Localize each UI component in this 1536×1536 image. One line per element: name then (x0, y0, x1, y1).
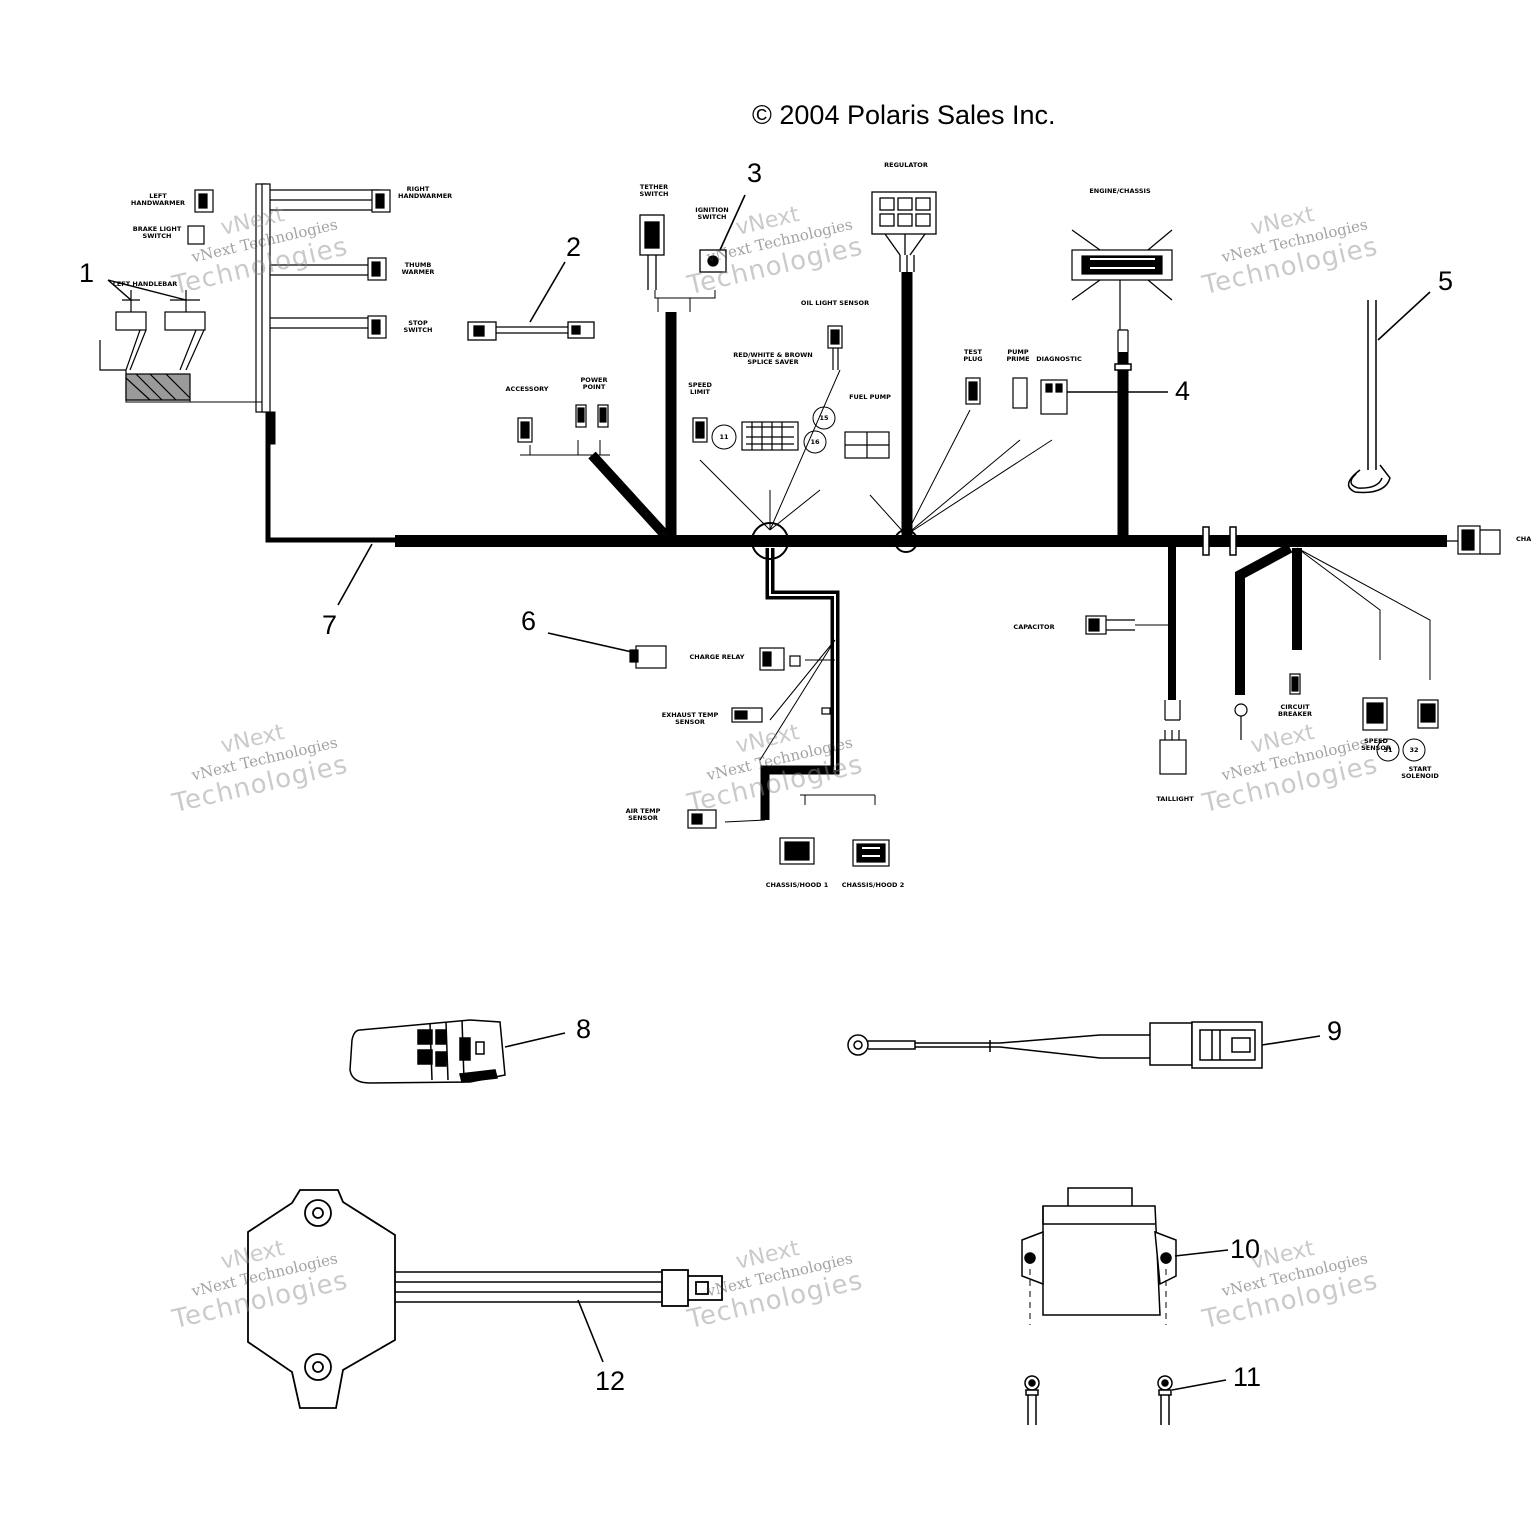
node-11: 11 (719, 433, 729, 441)
callout-10: 10 (1230, 1234, 1261, 1264)
label-stop-switch: STOP SWITCH (403, 319, 433, 334)
label-taillight: TAILLIGHT (1156, 795, 1194, 803)
item-1-handlebar-cluster (99, 183, 391, 413)
label-chassis-hood-2: CHASSIS/HOOD 2 (841, 881, 905, 889)
main-harness-trunk (265, 272, 1447, 820)
callout-7: 7 (322, 610, 338, 640)
label-ignition-switch: IGNITION SWITCH (695, 206, 729, 221)
item-5-harness-clip (1347, 291, 1431, 494)
label-chassis-edge: CHA (1516, 535, 1532, 543)
label-engine-chassis: ENGINE/CHASSIS (1089, 187, 1151, 195)
label-left-handwarmer: LEFT HANDWARMER (130, 192, 186, 207)
callout-12: 12 (595, 1366, 626, 1396)
callout-2: 2 (566, 232, 582, 262)
label-accessory: ACCESSORY (505, 385, 549, 393)
item-6-relay-and-sensors (547, 632, 890, 867)
label-left-handlebar: LEFT HANDLEBAR (112, 280, 178, 288)
node-32: 32 (1409, 746, 1419, 754)
label-charge-relay: CHARGE RELAY (689, 653, 745, 661)
label-air-temp-sensor: AIR TEMP SENSOR (625, 807, 661, 822)
label-regulator: REGULATOR (884, 161, 928, 169)
label-brake-light-switch: BRAKE LIGHT SWITCH (132, 225, 182, 240)
label-power-point: POWER POINT (580, 376, 608, 391)
callout-4: 4 (1175, 376, 1191, 406)
callout-9: 9 (1327, 1016, 1343, 1046)
copyright-notice: © 2004 Polaris Sales Inc. (752, 100, 1056, 130)
callout-8: 8 (576, 1014, 592, 1044)
item-12-regulator-module (247, 1189, 723, 1409)
item-9-ground-lead (847, 1021, 1321, 1069)
callout-11: 11 (1233, 1362, 1262, 1392)
label-fuel-pump: FUEL PUMP (849, 393, 891, 401)
label-start-solenoid: START SOLENOID (1401, 765, 1439, 780)
label-speed-sensor: SPEED SENSOR (1361, 737, 1391, 752)
label-splice-saver: RED/WHITE & BROWN SPLICE SAVER (733, 351, 813, 366)
label-right-handwarmer: RIGHT HANDWARMER (398, 185, 453, 200)
item-11-fasteners (1024, 1375, 1227, 1425)
node-15: 15 (819, 414, 829, 422)
callout-6: 6 (521, 606, 537, 636)
node-31: 31 (1383, 746, 1393, 754)
label-exhaust-temp-sensor: EXHAUST TEMP SENSOR (661, 711, 719, 726)
regulator-connector (871, 191, 937, 272)
label-tether-switch: TETHER SWITCH (639, 183, 669, 198)
label-circuit-breaker: CIRCUIT BREAKER (1278, 703, 1312, 718)
label-pump-prime: PUMP PRIME (1006, 348, 1030, 363)
item-10-control-box (1021, 1187, 1229, 1325)
label-chassis-hood-1: CHASSIS/HOOD 1 (765, 881, 829, 889)
callout-5: 5 (1438, 266, 1454, 296)
label-diagnostic: DIAGNOSTIC (1036, 355, 1082, 363)
item-3-tether-ignition (639, 194, 746, 290)
node-16: 16 (810, 438, 820, 446)
item-2-jumper-harness (467, 261, 595, 341)
label-oil-light-sensor: OIL LIGHT SENSOR (800, 299, 870, 307)
callout-1: 1 (79, 258, 95, 288)
right-lower-connectors (1085, 525, 1501, 775)
label-test-plug: TEST PLUG (963, 348, 983, 363)
label-capacitor: CAPACITOR (1013, 623, 1055, 631)
item-4-engine-chassis-connector (1071, 229, 1173, 393)
label-speed-limit: SPEED LIMIT (688, 381, 712, 396)
label-thumb-warmer: THUMB WARMER (401, 261, 435, 276)
callout-3: 3 (747, 158, 763, 188)
mid-upper-connectors (517, 325, 1125, 459)
item-7-leader (337, 543, 373, 606)
item-8-electronic-module (349, 1019, 566, 1084)
